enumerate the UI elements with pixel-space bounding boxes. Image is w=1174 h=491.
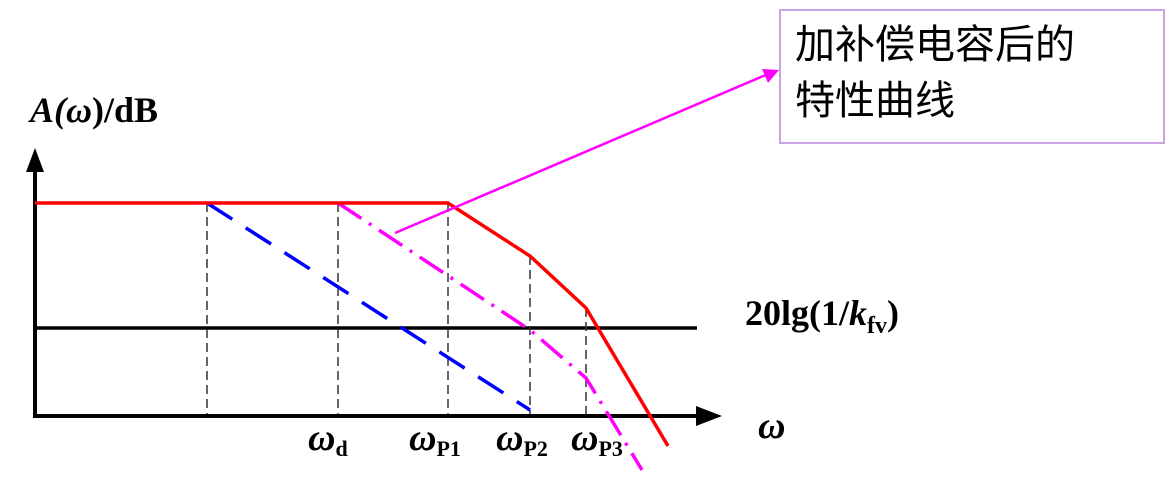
original-curve-red bbox=[35, 201, 670, 447]
tick-label-wp1: ωP1 bbox=[409, 417, 461, 461]
tick-labels: ωd ωP1 ωP2 ωP3 bbox=[308, 417, 623, 461]
compensated-curve-blue bbox=[206, 201, 531, 412]
x-axis-label: ω bbox=[758, 405, 785, 447]
annotation-arrow-icon bbox=[762, 69, 779, 83]
tick-label-wp3: ωP3 bbox=[571, 417, 623, 461]
y-axis-arrow-icon bbox=[26, 148, 44, 172]
y-axis-label: A(ω)/dB bbox=[28, 90, 158, 130]
annotation-line-1: 加补偿电容后的 bbox=[795, 22, 1075, 68]
reference-line-label: 20lg(1/kfv) bbox=[745, 293, 899, 339]
tick-label-wp2: ωP2 bbox=[496, 417, 548, 461]
compensated-curve-magenta bbox=[337, 201, 644, 471]
tick-label-wd: ωd bbox=[308, 417, 348, 461]
annotation-line-2: 特性曲线 bbox=[795, 78, 955, 124]
corner-frequency-guides bbox=[206, 203, 587, 414]
annotation-box: 加补偿电容后的 特性曲线 bbox=[779, 9, 1165, 144]
x-axis-arrow-icon bbox=[696, 406, 722, 426]
annotation-pointer bbox=[394, 72, 769, 235]
